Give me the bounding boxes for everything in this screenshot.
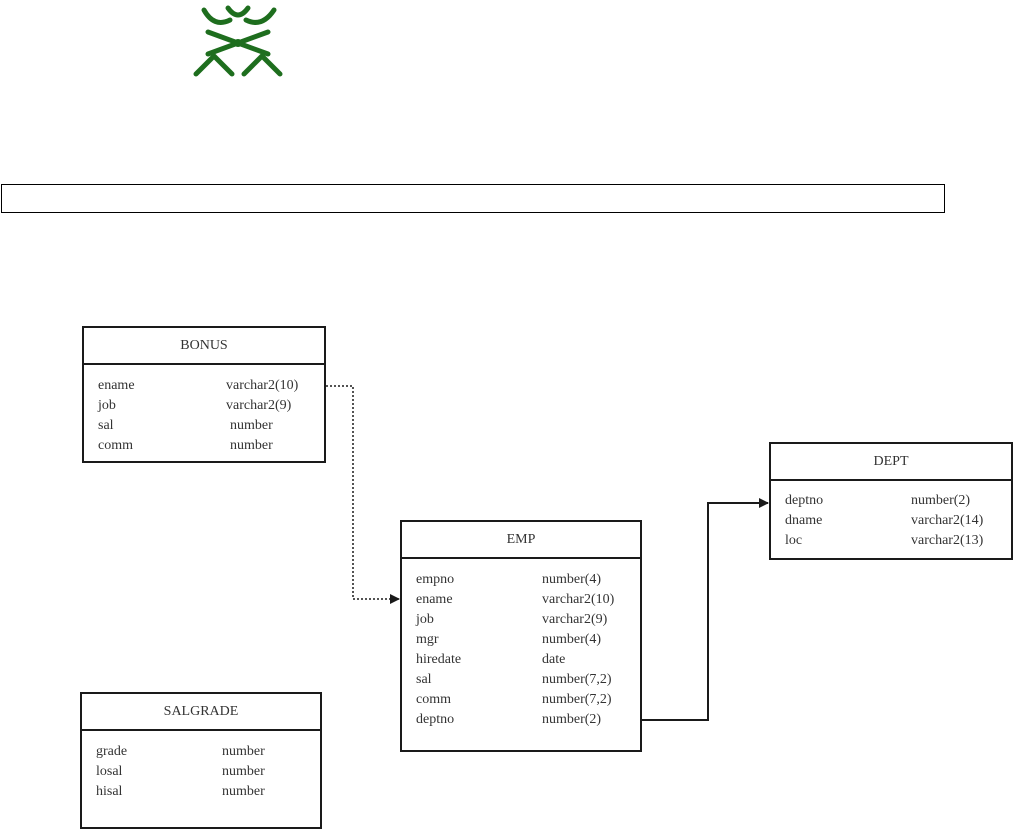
attribute-name: mgr [416,632,439,647]
attribute-type: date [542,652,566,667]
attribute-row: mgr number(4) [402,630,640,650]
attribute-row: comm number(7,2) [402,690,640,710]
entity-bonus-attributes: ename varchar2(10) job varchar2(9) sal n… [84,365,324,456]
attribute-row: ename varchar2(10) [402,590,640,610]
attribute-row: sal number [84,416,324,436]
attribute-type: number [222,744,265,759]
attribute-type: number [230,438,273,453]
attribute-name: losal [96,764,123,779]
attribute-row: ename varchar2(10) [84,376,324,396]
attribute-name: job [416,612,434,627]
attribute-row: job varchar2(9) [84,396,324,416]
attribute-type: number [222,764,265,779]
attribute-name: ename [98,378,135,393]
attribute-row: job varchar2(9) [402,610,640,630]
attribute-name: dname [785,513,823,528]
entity-dept-attributes: deptno number(2) dname varchar2(14) loc … [771,481,1011,551]
attribute-name: hiredate [416,652,462,667]
relationship-emp-dept [642,498,769,721]
attribute-name: ename [416,592,453,607]
attribute-row: comm number [84,436,324,456]
attribute-type: varchar2(9) [542,612,608,627]
title-bar [1,184,945,213]
attribute-name: empno [416,572,455,587]
attribute-row: empno number(4) [402,570,640,590]
attribute-type: number(4) [542,632,602,647]
entity-emp: EMP empno number(4) ename varchar2(10) j… [400,520,642,752]
attribute-type: varchar2(14) [911,513,984,528]
attribute-name: deptno [416,712,455,727]
attribute-row: grade number [82,742,320,762]
attribute-name: comm [98,438,133,453]
entity-dept-title: DEPT [771,444,1011,481]
attribute-name: job [98,398,116,413]
attribute-type: varchar2(9) [226,398,292,413]
entity-salgrade: SALGRADE grade number losal number hisal… [80,692,322,829]
attribute-type: number(7,2) [542,692,612,707]
attribute-row: sal number(7,2) [402,670,640,690]
university-logo-icon [193,5,283,77]
attribute-type: number [222,784,265,799]
attribute-type: number(4) [542,572,602,587]
attribute-name: grade [96,744,128,759]
attribute-type: number(2) [911,493,971,508]
attribute-row: deptno number(2) [771,491,1011,511]
entity-dept: DEPT deptno number(2) dname varchar2(14)… [769,442,1013,560]
attribute-row: hisal number [82,782,320,802]
attribute-name: loc [785,533,803,548]
attribute-type: number(2) [542,712,602,727]
attribute-row: deptno number(2) [402,710,640,730]
entity-bonus-title: BONUS [84,328,324,365]
attribute-type: number(7,2) [542,672,612,687]
attribute-type: number [230,418,273,433]
attribute-name: comm [416,692,451,707]
entity-salgrade-attributes: grade number losal number hisal number [82,731,320,802]
attribute-name: sal [416,672,432,687]
entity-emp-title: EMP [402,522,640,559]
entity-salgrade-title: SALGRADE [82,694,320,731]
attribute-type: varchar2(13) [911,533,984,548]
attribute-name: sal [98,418,114,433]
attribute-name: deptno [785,493,824,508]
attribute-name: hisal [96,784,123,799]
attribute-type: varchar2(10) [226,378,299,393]
attribute-row: loc varchar2(13) [771,531,1011,551]
attribute-row: dname varchar2(14) [771,511,1011,531]
entity-bonus: BONUS ename varchar2(10) job varchar2(9)… [82,326,326,463]
attribute-row: losal number [82,762,320,782]
attribute-row: hiredate date [402,650,640,670]
relationship-bonus-emp [322,385,400,604]
attribute-type: varchar2(10) [542,592,615,607]
entity-emp-attributes: empno number(4) ename varchar2(10) job v… [402,559,640,730]
